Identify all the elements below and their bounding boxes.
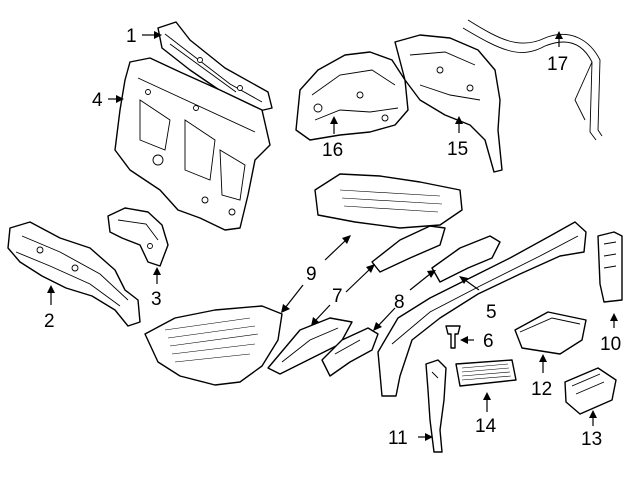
callout-labels: 1 4 16 15 17 2 3 9 7 8 5 6 10 12 11 14 1…	[44, 26, 621, 450]
part-cowl-panel	[144, 173, 463, 386]
callout-11: 11	[388, 428, 408, 449]
part-control-module	[514, 311, 587, 355]
part-weatherstrip	[462, 19, 603, 141]
callout-2: 2	[44, 311, 55, 332]
callout-14: 14	[475, 416, 497, 437]
part-left-frame-rail	[7, 221, 141, 327]
callout-12: 12	[531, 379, 552, 400]
part-left-reinforcement	[267, 225, 446, 375]
callout-15: 15	[447, 139, 468, 160]
callout-3: 3	[151, 289, 162, 310]
part-a-pillar-trim	[425, 359, 447, 453]
callout-5: 5	[486, 302, 497, 323]
callout-17: 17	[547, 54, 568, 75]
callout-7: 7	[332, 286, 343, 307]
leader-lines	[47, 31, 618, 441]
part-upper-bracket	[107, 207, 169, 267]
part-cowl-top-panel	[157, 21, 273, 113]
callout-16: 16	[322, 140, 343, 161]
part-cabin-air-filter	[455, 359, 517, 387]
callout-4: 4	[92, 90, 103, 111]
part-right-reinforcement	[321, 235, 501, 377]
part-dash-panel	[114, 57, 271, 231]
part-right-wheelhouse	[394, 34, 503, 173]
callout-1: 1	[126, 26, 137, 47]
callout-8: 8	[394, 292, 405, 313]
callout-13: 13	[581, 429, 602, 450]
part-left-wheelhouse	[295, 51, 409, 141]
part-side-bracket	[597, 231, 623, 303]
callout-10: 10	[600, 334, 621, 355]
callout-9: 9	[306, 264, 317, 285]
part-relay-module	[564, 367, 617, 415]
callout-6: 6	[483, 331, 494, 352]
part-push-clip	[445, 325, 461, 349]
